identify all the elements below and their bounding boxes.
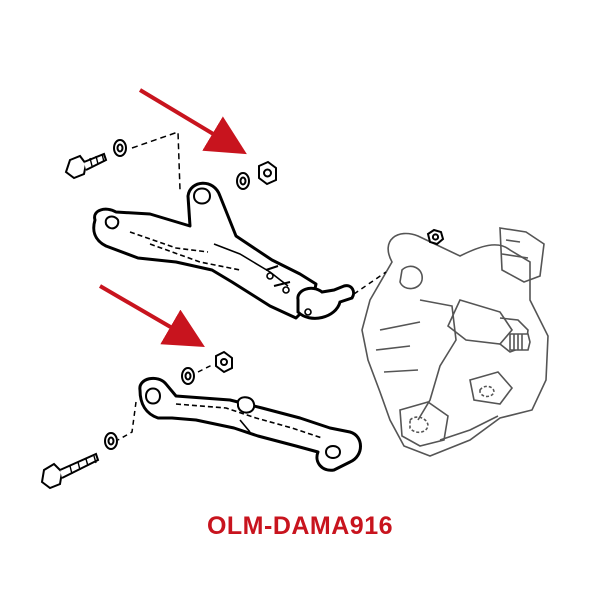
washer <box>236 172 250 190</box>
nut <box>426 228 445 246</box>
stub-axle <box>509 333 531 351</box>
part-code-label: OLM-DAMA916 <box>206 512 394 540</box>
indicator-arrow-upper <box>138 88 247 155</box>
nut <box>258 160 277 186</box>
bolt <box>40 452 100 490</box>
lower-control-arm <box>138 376 362 472</box>
ball-joint-guide <box>353 271 387 295</box>
lower-bolt-guide <box>117 363 215 441</box>
upper-control-arm <box>92 181 318 320</box>
ball-joint <box>296 284 356 320</box>
washer <box>104 432 118 450</box>
bolt-path-guide <box>131 130 181 191</box>
indicator-arrow-lower <box>98 284 205 348</box>
nut <box>215 350 233 374</box>
washer <box>113 139 127 157</box>
washer <box>181 367 195 385</box>
bolt <box>64 152 108 180</box>
